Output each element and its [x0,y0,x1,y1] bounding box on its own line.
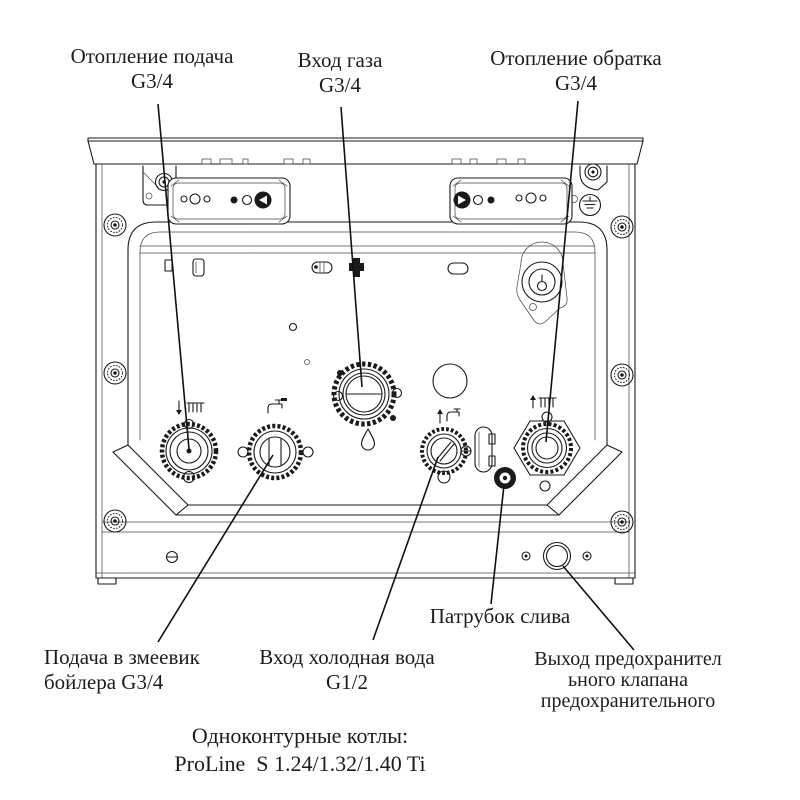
heating-return-fitting [514,395,580,491]
hinge-right [571,164,608,216]
panel-cutouts [165,258,468,365]
leader-gas-inlet [341,107,362,387]
label-line: G3/4 [319,73,361,97]
torx-screw [104,214,126,236]
slotted-screw [167,552,178,563]
torx-screw [104,362,126,384]
label-line: G3/4 [131,69,173,93]
leader-drain [491,485,504,604]
pipe-clip-bracket [475,427,495,472]
label-line: предохранительного [540,690,716,712]
cabinet-outline [96,164,635,584]
caption-line: ProLine S 1.24/1.32/1.40 Ti [174,751,426,776]
torx-screws [104,214,633,533]
leader-heating-supply [158,104,189,449]
blank-port [433,364,467,398]
label-relief-valve: Выход предохранител ьного клапана предох… [534,649,722,712]
leader-coil-supply [158,455,273,642]
torx-screw [611,216,633,238]
slotted-screw [461,446,471,456]
coil-supply-fitting [238,398,313,478]
plus-cutout [349,258,364,277]
leader-relief-valve [563,566,634,650]
label-line: Выход предохранител [534,648,722,670]
caption-model-list: Одноконтурные котлы: ProLine S 1.24/1.32… [174,722,425,778]
foot-right [615,578,633,584]
mounting-bracket-right [450,178,572,224]
label-line: бойлера G3/4 [44,670,164,694]
label-line: G1/2 [325,670,368,694]
leader-lines [158,101,634,650]
label-line: Отопление обратка [490,46,662,70]
heating-flow-up-icon [530,395,556,408]
mounting-bracket-left [168,178,290,224]
heating-supply-fitting [162,401,216,483]
label-line: G3/4 [555,71,597,95]
top-lid [88,138,643,164]
lid-slot-marks [202,159,525,164]
label-heating-return: Отопление обратка G3/4 [490,46,662,96]
label-line: Отопление подача [70,44,234,68]
round-access-port [517,242,567,324]
faucet-icon [268,398,287,413]
caption-line: Одноконтурные котлы: [191,723,409,748]
label-line: Вход холодная вода [259,645,435,669]
torx-screw [611,364,633,386]
earth-symbol [580,195,601,216]
label-heating-supply: Отопление подача G3/4 [71,44,234,94]
label-gas-inlet: Вход газа G3/4 [298,48,383,98]
relief-valve-outlet [167,543,592,570]
cold-water-up-icon [437,409,460,423]
torx-screw [104,510,126,532]
label-cold-water: Вход холодная вода G1/2 [259,645,434,695]
label-coil-supply: Подача в змеевик бойлера G3/4 [44,645,200,695]
leader-heating-return [546,101,578,442]
drain-stub [494,467,516,489]
label-line: Подача в змеевик [44,645,200,669]
label-line: Патрубок слива [429,604,571,628]
leader-cold-water [373,457,438,640]
torx-screw [611,511,633,533]
label-line: ьного клапана [568,669,688,691]
condensate-drop-icon [362,429,375,450]
label-drain: Патрубок слива [430,604,570,629]
foot-left [98,578,116,584]
gas-inlet-fitting [334,364,468,450]
label-line: Вход газа [297,48,383,72]
cold-water-fitting [422,409,495,483]
heating-flow-down-icon [176,401,204,415]
